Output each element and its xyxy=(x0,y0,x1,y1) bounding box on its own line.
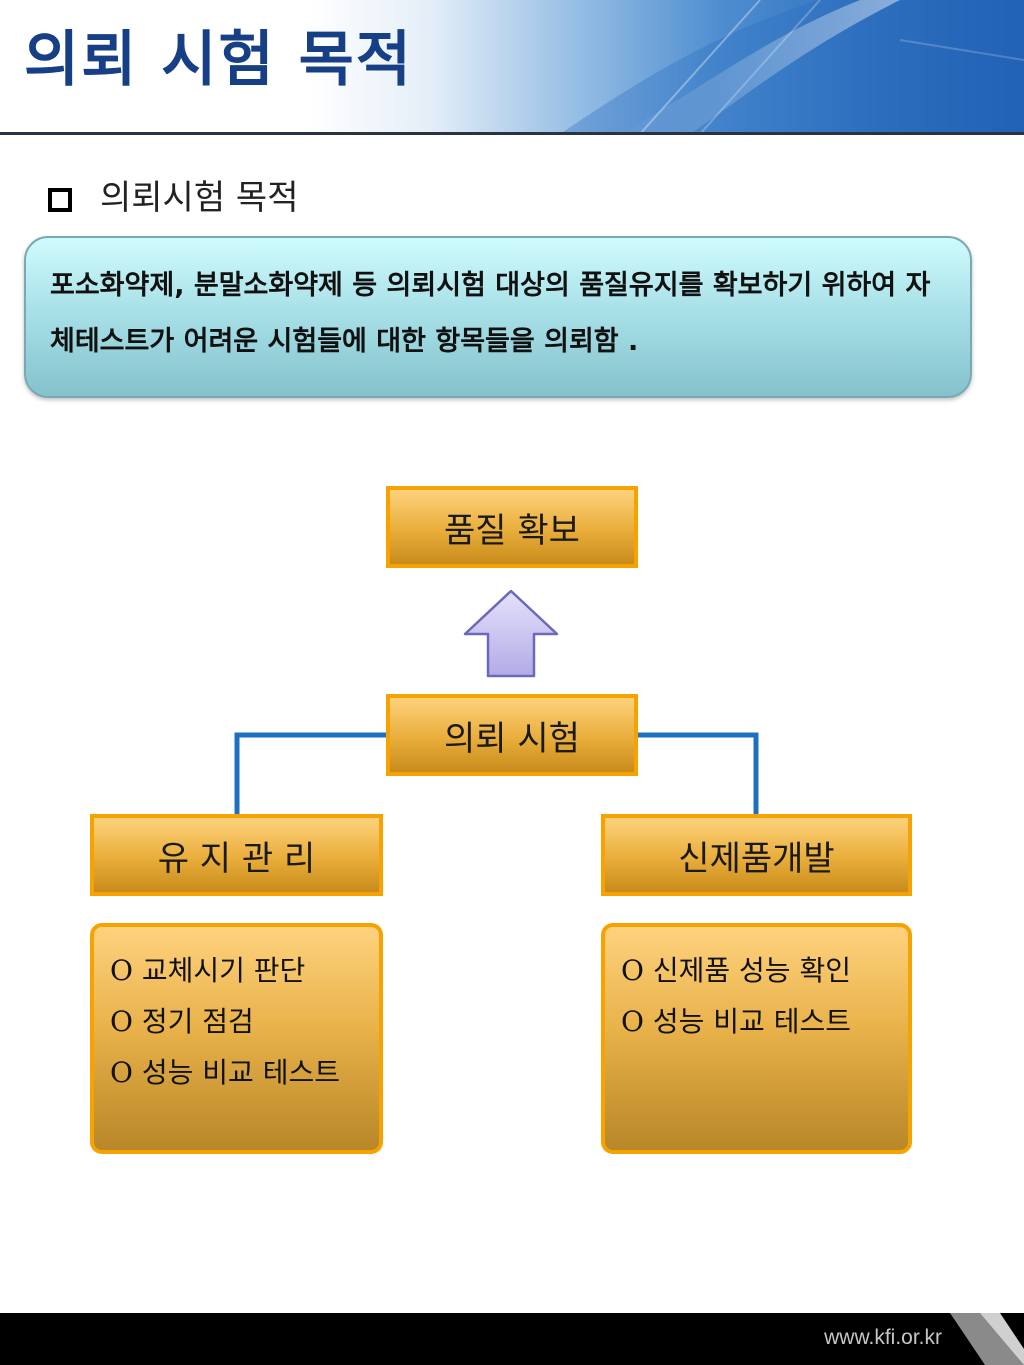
list-item: O 신제품 성능 확인 xyxy=(621,954,851,987)
new-product-list: O 신제품 성능 확인 O 성능 비교 테스트 xyxy=(601,923,912,1154)
list-item: O 성능 비교 테스트 xyxy=(110,1056,340,1089)
connector-right xyxy=(636,732,759,816)
list-item: O 성능 비교 테스트 xyxy=(621,1005,851,1038)
node-label: 신제품개발 xyxy=(678,838,835,879)
node-label: 의뢰 시험 xyxy=(444,718,580,759)
up-arrow-icon xyxy=(463,589,559,678)
node-quality-assurance: 품질 확보 xyxy=(386,486,638,568)
connector-left xyxy=(234,732,388,816)
callout-text: 포소화약제, 분말소화약제 등 의뢰시험 대상의 품질유지를 확보하기 위하여 … xyxy=(50,270,931,357)
maintenance-list: O 교체시기 판단 O 정기 점검 O 성능 비교 테스트 xyxy=(90,923,383,1154)
square-bullet-icon xyxy=(48,188,72,212)
node-label: 유 지 관 리 xyxy=(157,838,316,879)
diagram-connectors xyxy=(234,589,759,816)
list-item: O 정기 점검 xyxy=(110,1005,254,1038)
footer-bar: www.kfi.or.kr xyxy=(0,1313,1024,1365)
description-callout: 포소화약제, 분말소화약제 등 의뢰시험 대상의 품질유지를 확보하기 위하여 … xyxy=(24,236,972,398)
node-label: 품질 확보 xyxy=(444,510,580,551)
footer-url-link[interactable]: www.kfi.or.kr xyxy=(824,1326,942,1349)
header-decoration xyxy=(560,0,1024,134)
list-item: O 교체시기 판단 xyxy=(110,954,306,987)
header-divider xyxy=(0,132,1024,135)
node-maintenance: 유 지 관 리 xyxy=(90,814,383,896)
page-title: 의뢰 시험 목적 xyxy=(24,25,413,95)
node-new-product-development: 신제품개발 xyxy=(601,814,912,896)
footer-stripe-decoration xyxy=(950,1313,1024,1365)
section-heading: 의뢰시험 목적 xyxy=(100,178,299,218)
header-banner: 의뢰 시험 목적 xyxy=(0,0,1024,134)
node-commissioned-test: 의뢰 시험 xyxy=(386,694,638,776)
